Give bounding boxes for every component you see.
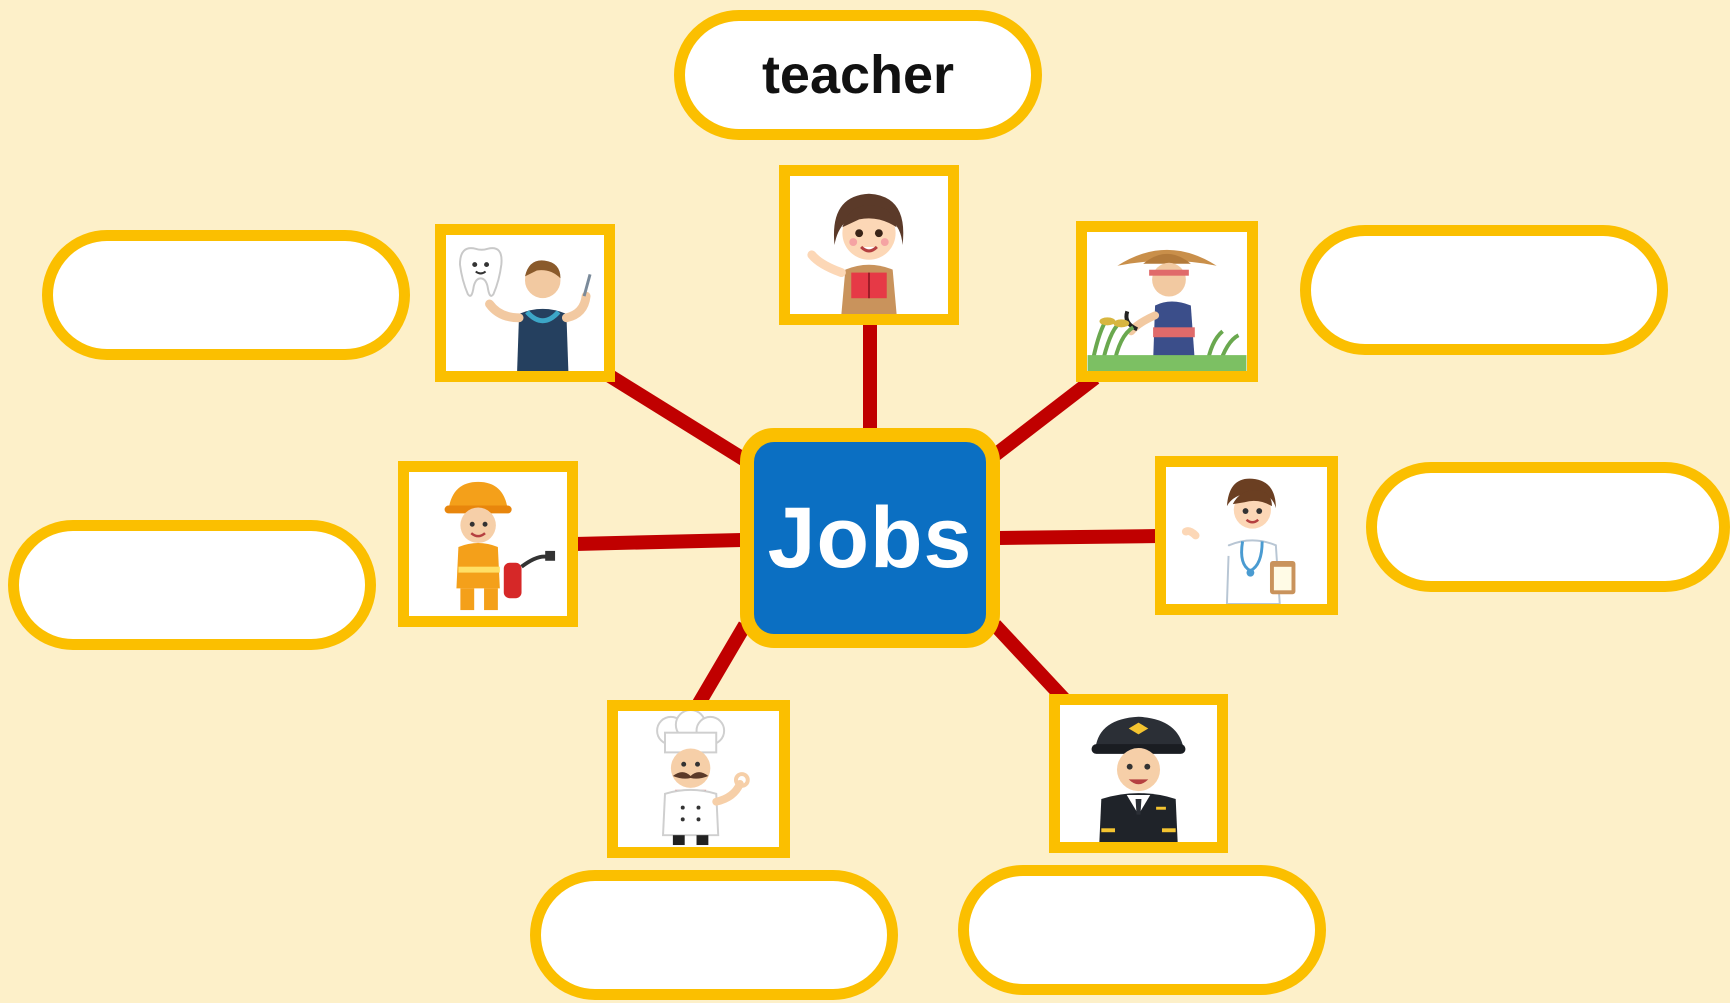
teacher-icon xyxy=(807,193,904,314)
hub-label: Jobs xyxy=(767,489,973,586)
farmer-picture xyxy=(1076,221,1258,382)
answer-input-chef[interactable] xyxy=(573,906,855,964)
connector-doctor xyxy=(997,529,1161,545)
answer-box-farmer[interactable] xyxy=(1300,225,1668,355)
answer-box-doctor[interactable] xyxy=(1366,462,1730,592)
firefighter-picture xyxy=(398,461,578,627)
answer-input-doctor[interactable] xyxy=(1409,498,1687,556)
teacher-picture xyxy=(779,165,959,325)
answer-box-dentist[interactable] xyxy=(42,230,410,360)
connector-farmer xyxy=(990,372,1100,461)
answer-box-pilot[interactable] xyxy=(958,865,1326,995)
connector-dentist xyxy=(601,367,749,466)
connector-pilot xyxy=(989,620,1071,705)
doctor-picture xyxy=(1155,456,1338,615)
answer-input-dentist[interactable] xyxy=(85,266,367,324)
answer-box-firefighter[interactable] xyxy=(8,520,376,650)
dentist-icon xyxy=(458,247,592,371)
chef-picture xyxy=(607,700,790,858)
connector-firefighter xyxy=(574,533,743,551)
doctor-icon xyxy=(1181,478,1296,604)
pilot-icon xyxy=(1091,716,1186,842)
answer-input-firefighter[interactable] xyxy=(51,556,333,614)
farmer-icon xyxy=(1087,249,1247,371)
chef-icon xyxy=(656,711,750,846)
answer-input-farmer[interactable] xyxy=(1343,261,1625,319)
answer-box-teacher: teacher xyxy=(674,10,1042,140)
answer-input-pilot[interactable] xyxy=(1001,901,1283,959)
firefighter-icon xyxy=(444,481,556,611)
pilot-picture xyxy=(1049,694,1228,853)
connector-chef xyxy=(691,621,752,709)
jobs-hub: Jobs xyxy=(740,428,1000,648)
answer-text-teacher: teacher xyxy=(761,45,955,105)
dentist-picture xyxy=(435,224,615,382)
answer-box-chef[interactable] xyxy=(530,870,898,1000)
